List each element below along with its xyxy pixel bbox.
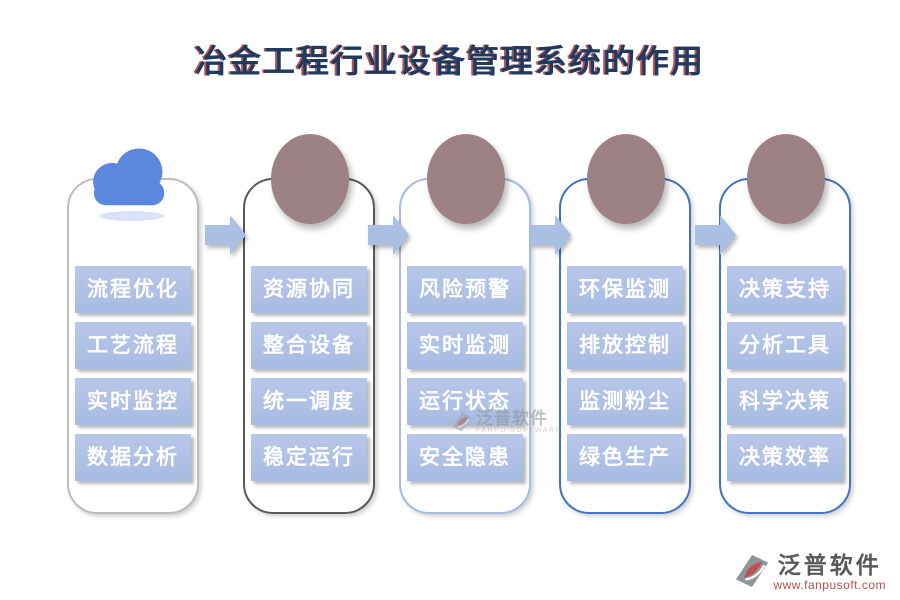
- item-box: 安全隐患: [407, 434, 523, 481]
- footer-logo: 泛普软件 www.fanpusoft.com: [735, 552, 886, 592]
- item-box: 风险预警: [407, 266, 523, 313]
- arrow-right-icon: [205, 215, 246, 255]
- item-box: 决策支持: [727, 266, 843, 313]
- column-environmental-monitoring: 环保监测 排放控制 监测粉尘 绿色生产: [559, 134, 691, 514]
- arrow-right-icon: [530, 215, 571, 255]
- column-decision-support: 决策支持 分析工具 科学决策 决策效率: [719, 134, 851, 514]
- fanpu-logo-icon: [736, 554, 769, 587]
- item-box: 实时监控: [75, 378, 191, 425]
- circle-icon: [427, 134, 505, 224]
- item-box: 实时监测: [407, 322, 523, 369]
- item-box: 数据分析: [75, 434, 191, 481]
- center-watermark: 泛普软件 FANPU SOFTWARE: [452, 410, 562, 434]
- item-box: 监测粉尘: [567, 378, 683, 425]
- item-box: 决策效率: [727, 434, 843, 481]
- watermark-brand-en: FANPU SOFTWARE: [476, 427, 562, 434]
- circle-icon: [747, 134, 825, 224]
- item-list: 环保监测 排放控制 监测粉尘 绿色生产: [561, 266, 689, 481]
- item-box: 科学决策: [727, 378, 843, 425]
- circle-icon: [271, 134, 349, 224]
- item-box: 稳定运行: [251, 434, 367, 481]
- item-box: 统一调度: [251, 378, 367, 425]
- item-list: 流程优化 工艺流程 实时监控 数据分析: [69, 266, 197, 481]
- cloud-icon: [85, 138, 175, 222]
- item-box: 流程优化: [75, 266, 191, 313]
- item-list: 决策支持 分析工具 科学决策 决策效率: [721, 266, 849, 481]
- footer-url: www.fanpusoft.com: [773, 578, 886, 592]
- fanpu-logo-icon: [452, 412, 472, 432]
- page-title: 冶金工程行业设备管理系统的作用: [194, 43, 705, 79]
- circle-icon: [587, 134, 665, 224]
- footer-brand: 泛普软件: [777, 552, 882, 578]
- arrow-right-icon: [695, 215, 736, 255]
- watermark-brand: 泛普软件: [476, 409, 548, 428]
- item-box: 分析工具: [727, 322, 843, 369]
- column-risk-warning: 风险预警 实时监测 运行状态 安全隐患: [399, 134, 531, 514]
- item-box: 整合设备: [251, 322, 367, 369]
- item-list: 风险预警 实时监测 运行状态 安全隐患: [401, 266, 529, 481]
- item-box: 绿色生产: [567, 434, 683, 481]
- item-box: 工艺流程: [75, 322, 191, 369]
- item-box: 资源协同: [251, 266, 367, 313]
- arrow-right-icon: [368, 215, 409, 255]
- item-list: 资源协同 整合设备 统一调度 稳定运行: [245, 266, 373, 481]
- column-resource-coordination: 资源协同 整合设备 统一调度 稳定运行: [243, 134, 375, 514]
- item-box: 环保监测: [567, 266, 683, 313]
- column-process-optimization: 流程优化 工艺流程 实时监控 数据分析: [67, 148, 199, 514]
- item-box: 排放控制: [567, 322, 683, 369]
